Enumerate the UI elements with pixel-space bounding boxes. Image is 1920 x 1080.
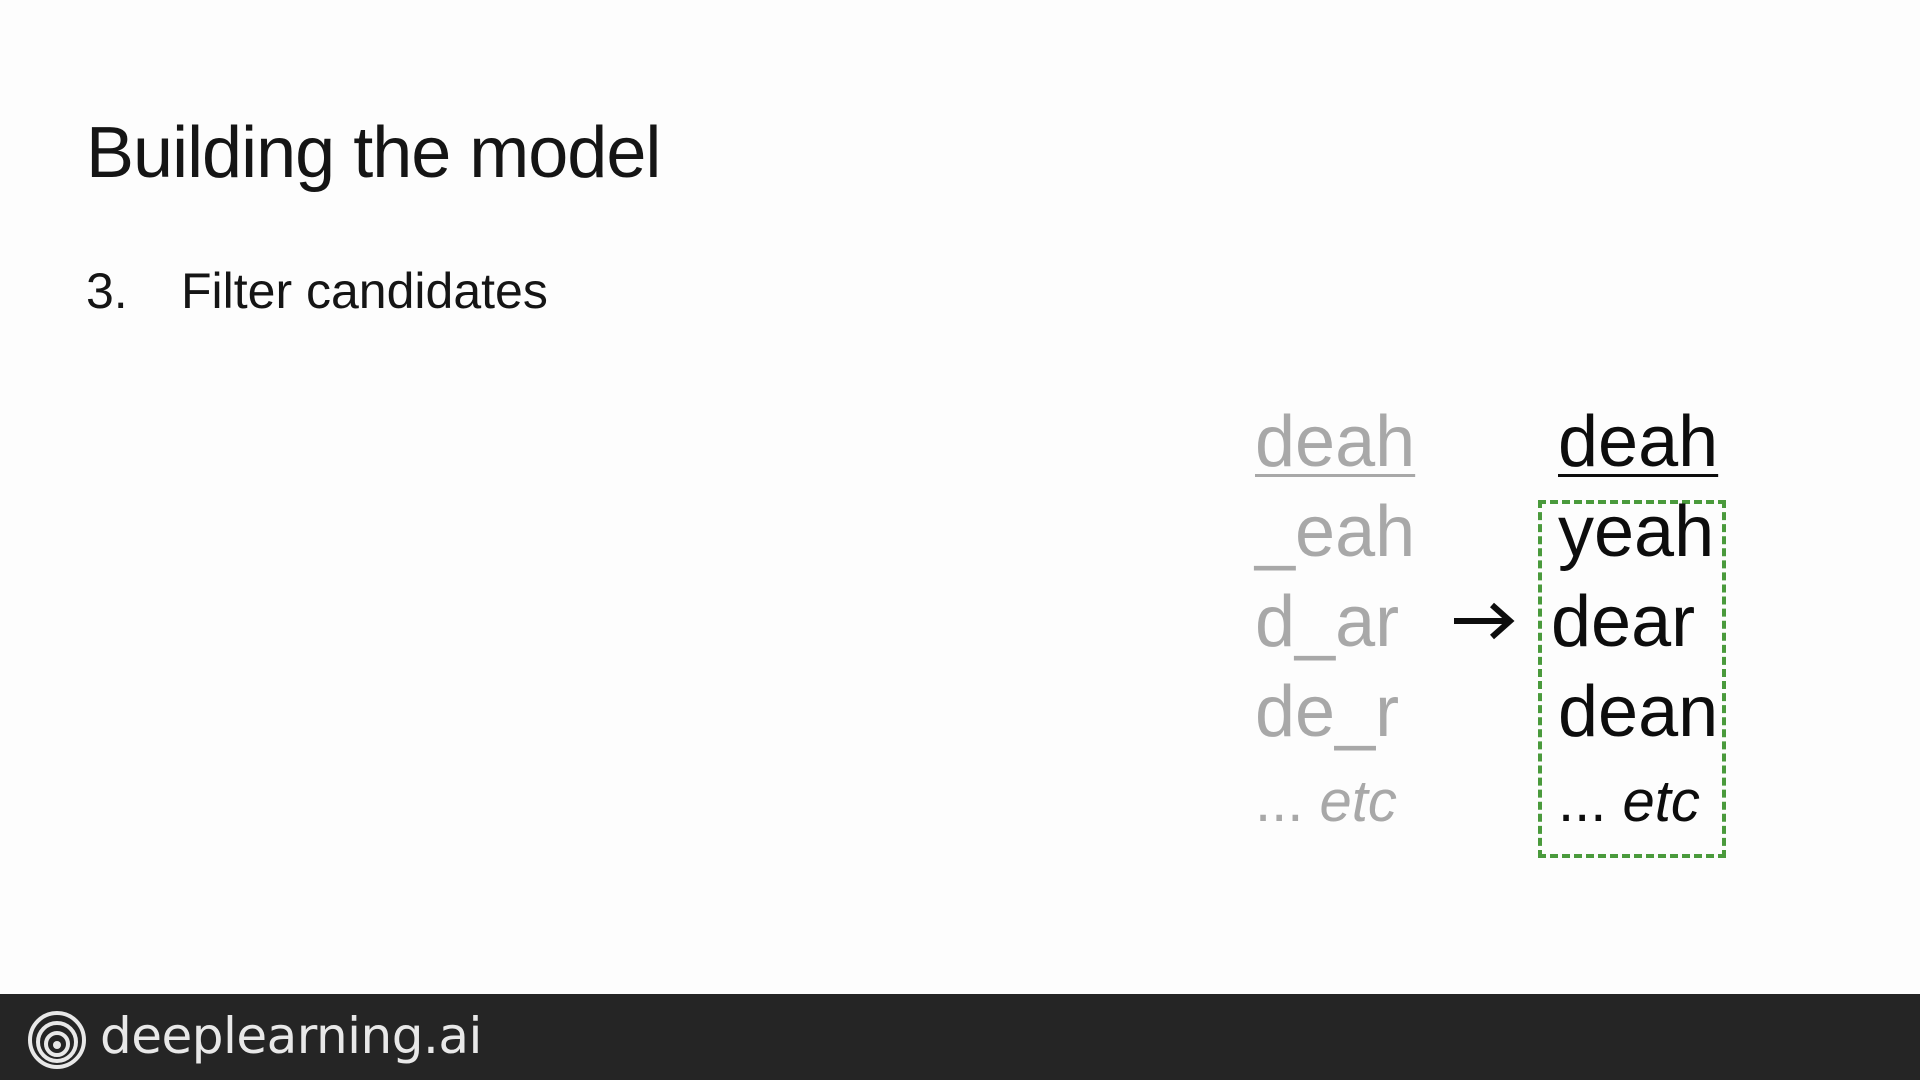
candidate-item: _eah [1255,492,1416,572]
filtered-item: dean [1558,672,1719,752]
filtered-item: yeah [1558,492,1715,572]
step-text: Filter candidates [181,263,548,319]
candidate-etc-dots: ... [1255,769,1304,834]
filtered-etc-dots: ... [1558,769,1607,834]
deeplearning-logo-icon [28,1011,86,1069]
filter-box [1538,500,1726,858]
step-number: 3. [86,263,128,319]
filtered-head-word: deah [1558,402,1719,482]
right-arrow-icon [1454,602,1515,640]
candidate-list: deah _eah d_ar de_r ... etc [1255,397,1415,847]
footer-bar: deeplearning.ai [0,994,1920,1080]
step-item: 3. Filter candidates [86,262,548,320]
candidate-item: de_r [1255,672,1400,752]
brand-name: deeplearning.ai [100,1007,482,1065]
candidate-etc-word: etc [1319,769,1397,834]
candidate-item: d_ar [1255,582,1400,662]
filtered-item: dear [1551,582,1696,662]
filtered-etc-word: etc [1622,769,1700,834]
filtered-list: deah yeah dear dean ... etc [1551,397,1719,847]
slide-title: Building the model [86,113,661,193]
candidate-head-word: deah [1255,402,1416,482]
filtered-etc: ... etc [1558,757,1718,847]
candidate-etc: ... etc [1255,757,1415,847]
